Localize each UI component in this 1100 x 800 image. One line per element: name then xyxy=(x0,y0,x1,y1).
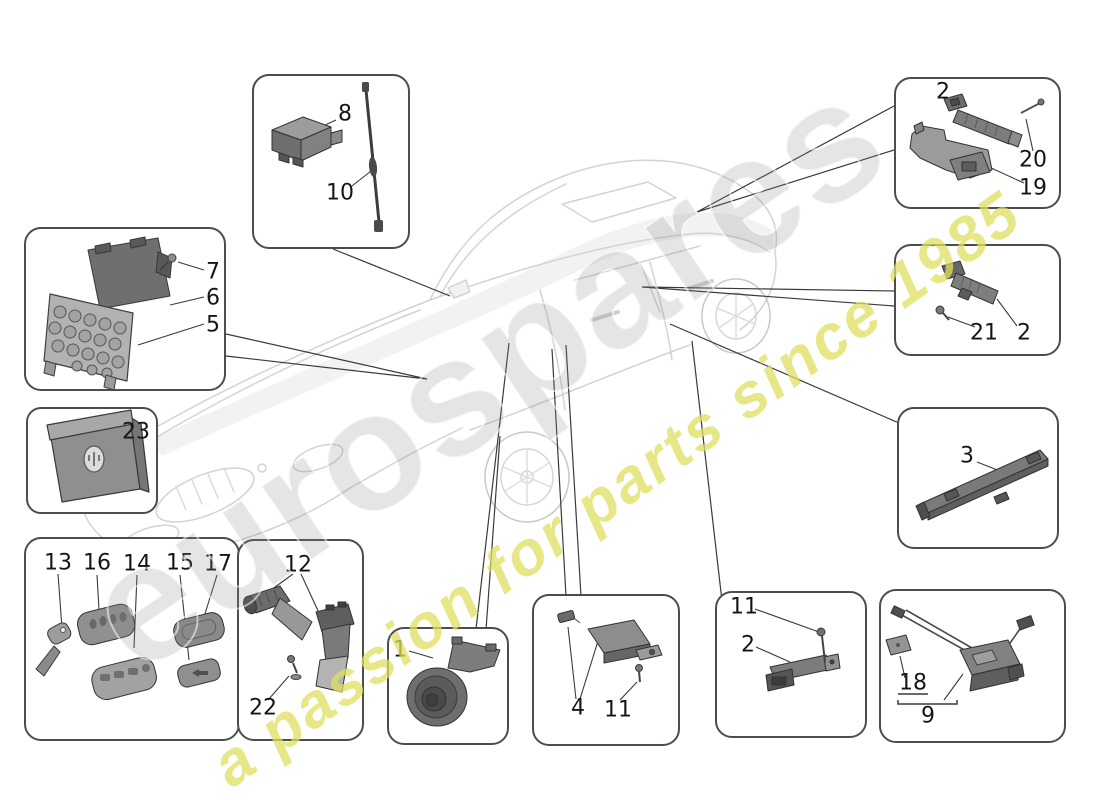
callout-box-roof-antenna xyxy=(894,77,1061,209)
part-1-alarm-siren xyxy=(406,636,501,727)
car-shadow-band xyxy=(150,212,776,456)
callout-box-side-antenna xyxy=(894,244,1061,356)
leader-lines xyxy=(225,105,900,631)
part-8-control-unit xyxy=(271,116,343,168)
part-label-7[interactable]: 7 xyxy=(206,259,220,285)
label-leader-lines xyxy=(57,96,1034,705)
part-13-emergency-key xyxy=(35,622,72,677)
car-illustration xyxy=(84,159,778,556)
part-23-key-card-holder xyxy=(46,409,150,503)
part-2-antenna-rear xyxy=(765,653,841,692)
part-label-21[interactable]: 21 xyxy=(970,320,998,346)
part-label-22[interactable]: 22 xyxy=(249,695,277,721)
part-label-13[interactable]: 13 xyxy=(44,550,72,576)
part-17-key-cover xyxy=(173,612,225,648)
part-11-screw-module xyxy=(635,664,643,683)
part-2-antenna-roof xyxy=(943,93,1023,148)
part-label-17[interactable]: 17 xyxy=(204,551,232,577)
part-15-battery-cover xyxy=(177,658,221,688)
part-label-2d[interactable]: 2 xyxy=(1017,320,1031,346)
trident-logo-icon xyxy=(83,445,105,473)
callout-box-ecu-antenna xyxy=(252,74,410,249)
part-label-10[interactable]: 10 xyxy=(326,180,354,206)
part-label-9[interactable]: 9 xyxy=(921,703,935,729)
part-label-19[interactable]: 19 xyxy=(1019,175,1047,201)
part-label-6[interactable]: 6 xyxy=(206,285,220,311)
part-label-11[interactable]: 11 xyxy=(604,697,632,723)
part-label-2b[interactable]: 2 xyxy=(741,632,755,658)
part-14-key-remote xyxy=(91,656,157,700)
part-label-1[interactable]: 1 xyxy=(393,637,407,663)
part-12-ignition-lock-cylinders xyxy=(243,585,355,693)
part-label-2c[interactable]: 2 xyxy=(936,79,950,105)
part-label-11b[interactable]: 11 xyxy=(730,594,758,620)
part-9-control-module xyxy=(890,605,1035,692)
part-20-screw xyxy=(1020,98,1045,114)
part-5-mounting-bracket xyxy=(43,293,134,391)
callout-box-antenna-module xyxy=(532,594,680,746)
part-label-3[interactable]: 3 xyxy=(960,443,974,469)
part-label-18[interactable]: 18 xyxy=(899,670,927,696)
part-4-antenna-module xyxy=(557,610,663,664)
part-label-23[interactable]: 23 xyxy=(122,419,150,445)
part-6-control-unit xyxy=(87,236,173,310)
part-3-antenna-bar xyxy=(915,449,1049,521)
part-10-antenna-cable xyxy=(362,82,383,232)
part-11-screw-rear xyxy=(816,627,826,663)
part-16-key-shell-back xyxy=(77,603,136,646)
part-label-16[interactable]: 16 xyxy=(83,550,111,576)
part-label-5[interactable]: 5 xyxy=(206,312,220,338)
part-label-14[interactable]: 14 xyxy=(123,551,151,577)
part-21-screw xyxy=(935,305,950,321)
part-2-antenna-side xyxy=(941,260,999,305)
part-label-12[interactable]: 12 xyxy=(284,552,312,578)
part-label-15[interactable]: 15 xyxy=(166,550,194,576)
part-19-bracket xyxy=(909,121,993,181)
car-front-wheel xyxy=(484,431,570,523)
part-22-screw xyxy=(287,655,302,680)
part-label-4[interactable]: 4 xyxy=(571,695,585,721)
part-7-screw xyxy=(159,253,177,271)
part-label-8[interactable]: 8 xyxy=(338,101,352,127)
part-label-20[interactable]: 20 xyxy=(1019,147,1047,173)
part-18-adhesive-pad xyxy=(885,634,912,656)
